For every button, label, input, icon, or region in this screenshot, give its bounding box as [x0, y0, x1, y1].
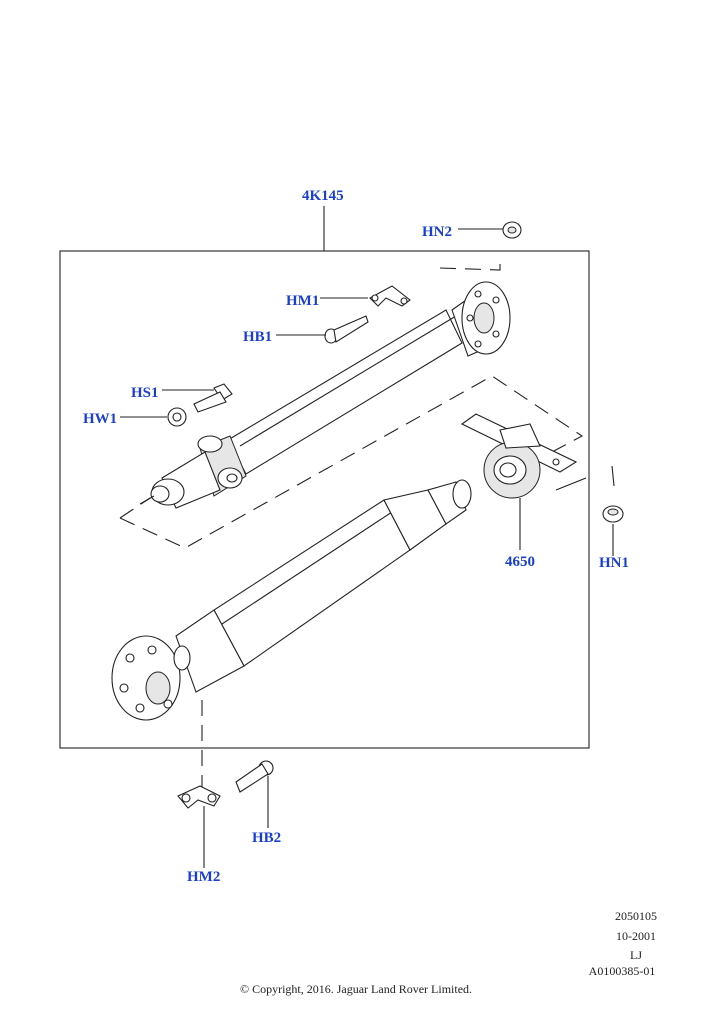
screw-part[interactable]	[193, 383, 233, 413]
nut-top-part[interactable]	[502, 221, 522, 239]
clamp-bottom-part[interactable]	[177, 785, 221, 809]
nut-right-part[interactable]	[602, 505, 624, 523]
clamp-top-part[interactable]	[369, 285, 411, 307]
callout-4650[interactable]: 4650	[505, 554, 535, 570]
illustration-code: 2050105	[615, 909, 657, 923]
callout-hn2[interactable]: HN2	[422, 224, 452, 240]
nut-right-dash-2	[555, 477, 587, 491]
copyright: © Copyright, 2016. Jaguar Land Rover Lim…	[240, 982, 472, 996]
illustration-ref: A0100385-01	[589, 964, 656, 978]
illustration-date: 10-2001	[616, 929, 656, 943]
callout-hs1[interactable]: HS1	[131, 385, 159, 401]
callout-hb1[interactable]: HB1	[243, 329, 272, 345]
callout-4k145[interactable]: 4K145	[302, 188, 344, 204]
washer-part[interactable]	[167, 407, 187, 427]
rear-propeller-shaft[interactable]	[111, 479, 472, 721]
callout-hw1[interactable]: HW1	[83, 411, 117, 427]
centre-bearing-part[interactable]	[460, 413, 578, 499]
callout-hm2[interactable]: HM2	[187, 869, 220, 885]
bolt-top-part[interactable]	[324, 315, 369, 344]
callout-hb2[interactable]: HB2	[252, 830, 281, 846]
illustration-initials: LJ	[630, 948, 642, 962]
front-propeller-shaft[interactable]	[139, 281, 511, 509]
bolt-bottom-part[interactable]	[235, 760, 274, 793]
callout-hm1[interactable]: HM1	[286, 293, 319, 309]
callout-hn1[interactable]: HN1	[599, 555, 629, 571]
nut-right-dash	[611, 465, 615, 487]
